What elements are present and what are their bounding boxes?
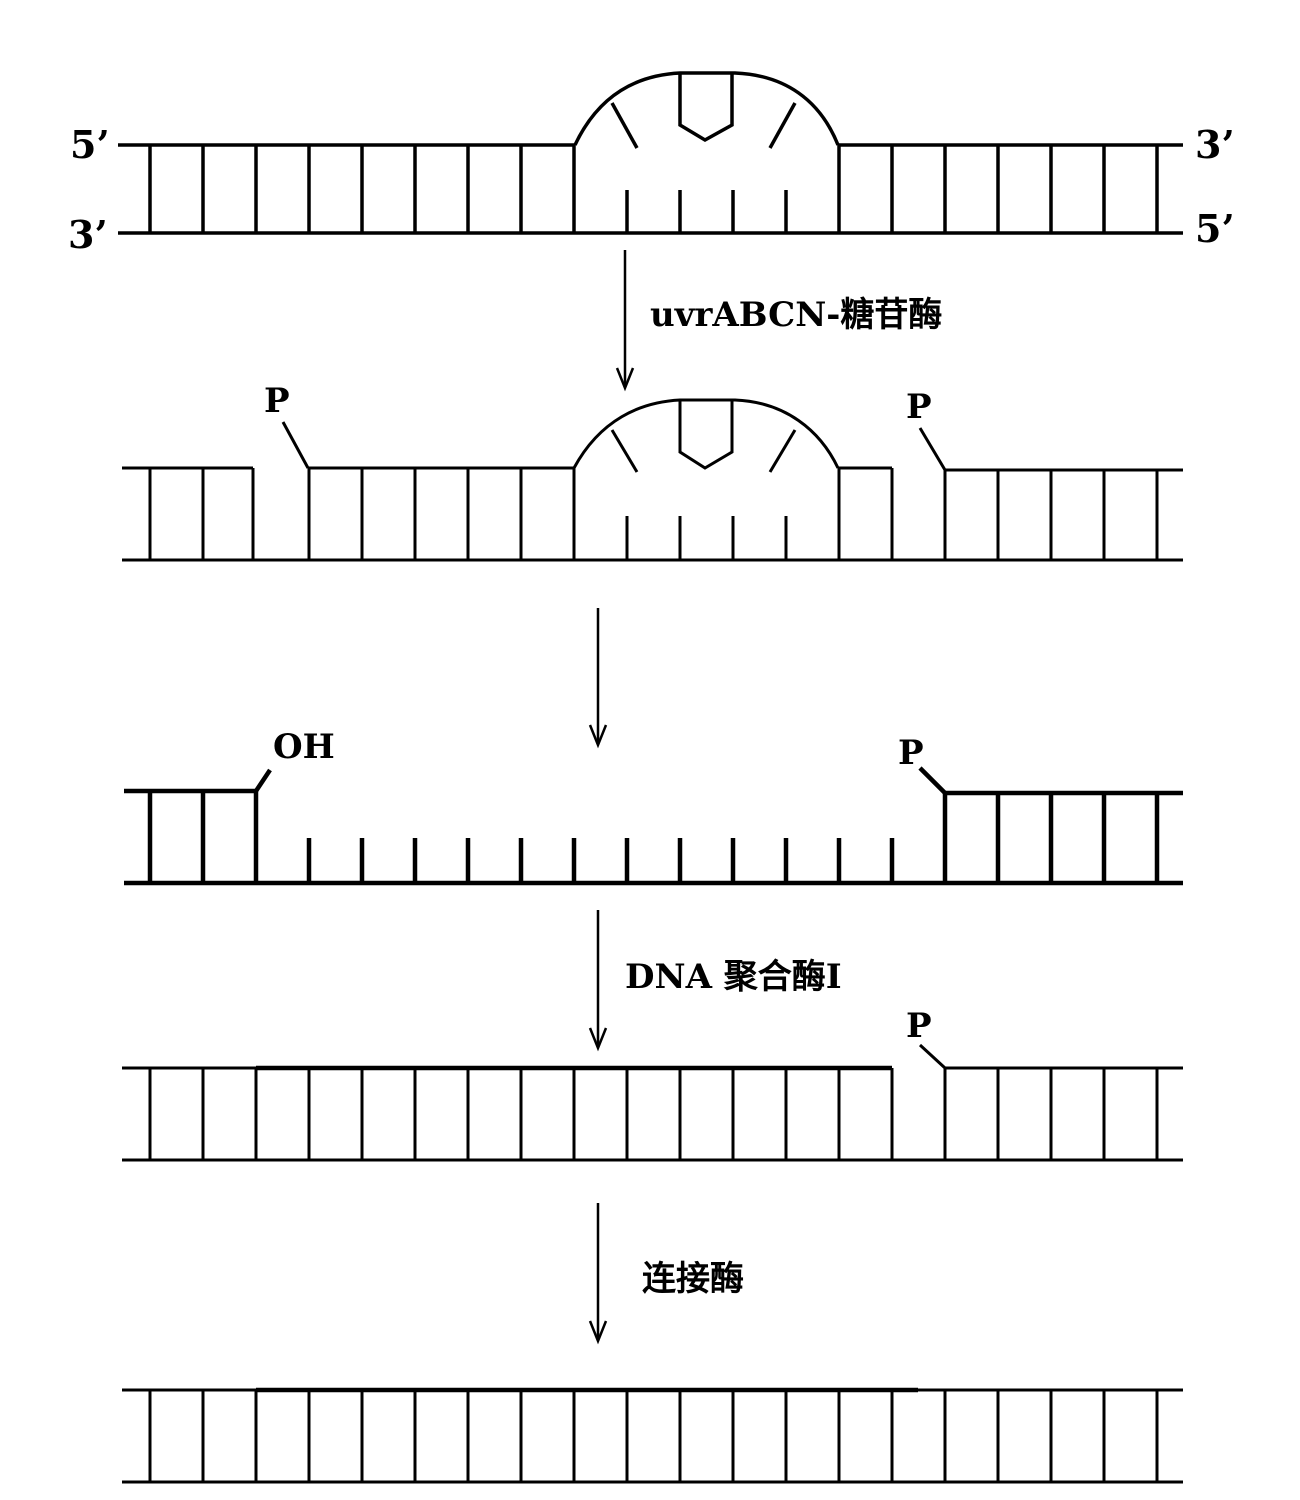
stage2-phosphate-bond-left <box>281 421 310 469</box>
enzyme-label-step4: 连接酶 <box>642 1259 744 1299</box>
step-arrow-2 <box>588 608 608 749</box>
hydroxyl-label-stage3: OH <box>273 727 335 767</box>
step-arrow-1 <box>615 250 635 392</box>
stage4-filled-dna <box>122 1043 1183 1162</box>
stage2-phosphate-bond-right <box>918 427 947 471</box>
stage2-lesion-bulge <box>572 398 840 469</box>
stage5-repaired-dna <box>122 1387 1183 1484</box>
stage1-thymine-dimer <box>678 73 734 143</box>
stage2-incised-dna <box>122 398 1183 562</box>
stage3-phosphate-bond <box>918 766 947 795</box>
stage5-rungs <box>148 1390 1159 1482</box>
stage1-damaged-dna <box>118 71 1183 235</box>
stage2-thymine-dimer <box>678 400 734 470</box>
label-top-right-3prime: 3’ <box>1195 122 1235 167</box>
stage4-rungs <box>148 1068 1159 1160</box>
enzyme-label-step3: DNA 聚合酶Ⅰ <box>625 957 842 997</box>
label-bottom-right-5prime: 5’ <box>1195 206 1235 251</box>
arrow-head <box>588 1027 608 1052</box>
stage2-rungs <box>148 468 1159 560</box>
phosphate-label-stage2-right: P <box>906 387 932 427</box>
stage4-phosphate-bond <box>918 1043 947 1070</box>
stage1-rungs <box>148 145 1159 233</box>
phosphate-label-stage4: P <box>906 1006 932 1046</box>
arrow-head <box>588 724 608 749</box>
phosphate-label-stage2-left: P <box>264 381 290 421</box>
stage2-bulge-rung <box>610 429 639 473</box>
stage1-bulge-rung <box>768 102 797 149</box>
stage1-bulge-rung <box>610 102 639 149</box>
stage2-bulge-rung <box>768 429 797 473</box>
stage3-rungs <box>147 791 1160 883</box>
step-arrow-3 <box>588 910 608 1052</box>
arrow-head <box>615 367 635 392</box>
arrow-head <box>588 1320 608 1345</box>
labels: 5’ 3’ 3’ 5’ uvrABCN-糖苷酶 P P OH P DNA 聚合酶… <box>68 122 1235 1299</box>
phosphate-label-stage3: P <box>898 733 924 773</box>
label-top-left-5prime: 5’ <box>70 122 110 167</box>
step-arrow-4 <box>588 1203 608 1345</box>
stage1-lesion-bulge <box>573 71 840 146</box>
label-bottom-left-3prime: 3’ <box>68 212 108 257</box>
stage3-gapped-dna <box>124 766 1183 886</box>
enzyme-label-step1: uvrABCN-糖苷酶 <box>650 295 942 335</box>
stage3-hydroxyl-bond <box>254 768 272 793</box>
